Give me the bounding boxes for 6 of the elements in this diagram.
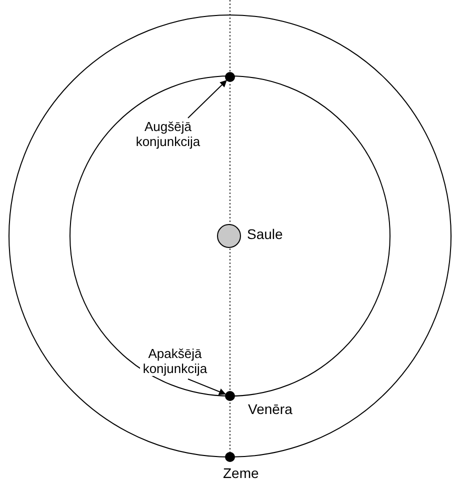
callout-text: Apakšējā konjunkcija [140, 346, 210, 376]
arrow [188, 80, 227, 118]
body-label: Saule [247, 226, 283, 242]
body-label: Venēra [248, 401, 292, 417]
body-label: Zeme [223, 465, 259, 479]
arrow [188, 378, 226, 395]
